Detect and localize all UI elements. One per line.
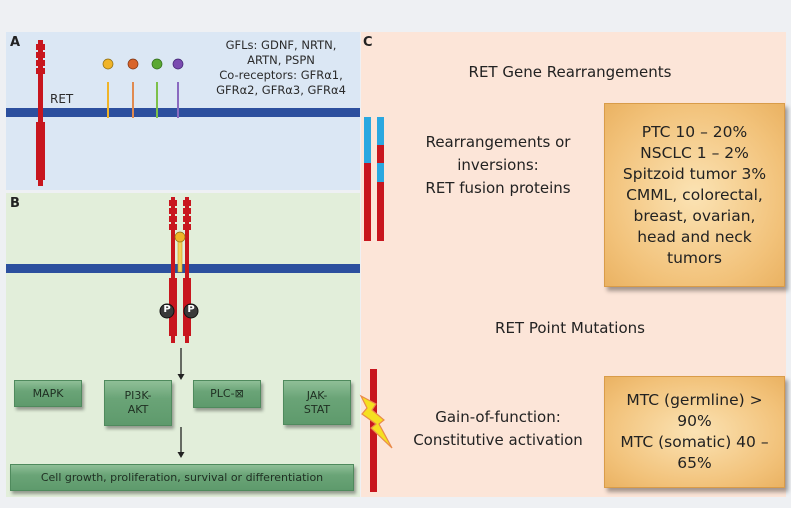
- cellular-outcome: Cell growth, proliferation, survival or …: [10, 464, 354, 491]
- phosphate-right: [183, 303, 199, 319]
- arrow-to-outcome: [177, 427, 185, 458]
- cell-membrane-b: [6, 264, 360, 273]
- ret-receptor-a: [36, 40, 45, 186]
- pathway-mapk: MAPK: [14, 380, 82, 407]
- pathway-plc: PLC-⊠: [193, 380, 261, 408]
- point-mutation-tumors-box: MTC (germline) > 90% MTC (somatic) 40 – …: [604, 376, 785, 488]
- rearrangement-tumors-box: PTC 10 – 20% NSCLC 1 – 2% Spitzoid tumor…: [604, 103, 785, 287]
- lightning-icon: [359, 394, 393, 449]
- cell-membrane-a: [6, 108, 360, 117]
- ligand-nrtn: [127, 58, 139, 118]
- ligand-pspn: [172, 58, 184, 118]
- phospho-label-right: P: [187, 304, 195, 315]
- ligand-artn: [151, 58, 163, 118]
- phospho-label-left: P: [163, 304, 171, 315]
- point-mutations-title: RET Point Mutations: [495, 319, 645, 337]
- arrow-to-pathways: [177, 348, 185, 380]
- rearrangements-description: Rearrangements or inversions: RET fusion…: [425, 133, 571, 197]
- fusion-protein-2: [377, 117, 384, 241]
- panel-c-label: C: [363, 35, 373, 50]
- ligand-legend: GFLs: GDNF, NRTN, ARTN, PSPN Co-receptor…: [196, 38, 346, 98]
- panel-b-signaling: [6, 193, 360, 497]
- pathway-pi3k-akt: PI3K- AKT: [104, 380, 172, 426]
- fusion-protein-1: [364, 117, 371, 241]
- ligand-text-line: Co-receptors: GFRα1,: [219, 68, 343, 82]
- panel-a-label: A: [10, 35, 21, 50]
- phosphate-left: [159, 303, 175, 319]
- ligand-text-line: ARTN, PSPN: [247, 53, 315, 67]
- panel-b-label: B: [10, 196, 20, 211]
- ligand-gdnf: [102, 58, 114, 118]
- ret-label: RET: [50, 92, 74, 106]
- ligand-text-line: GFRα2, GFRα3, GFRα4: [216, 83, 346, 97]
- rearrangements-title: RET Gene Rearrangements: [468, 63, 672, 81]
- point-mutations-description: Gain-of-function: Constitutive activatio…: [413, 408, 583, 449]
- ligand-text-line: GFLs: GDNF, NRTN,: [225, 38, 337, 52]
- pathway-jak-stat: JAK- STAT: [283, 380, 351, 425]
- bound-ligand: [174, 231, 186, 243]
